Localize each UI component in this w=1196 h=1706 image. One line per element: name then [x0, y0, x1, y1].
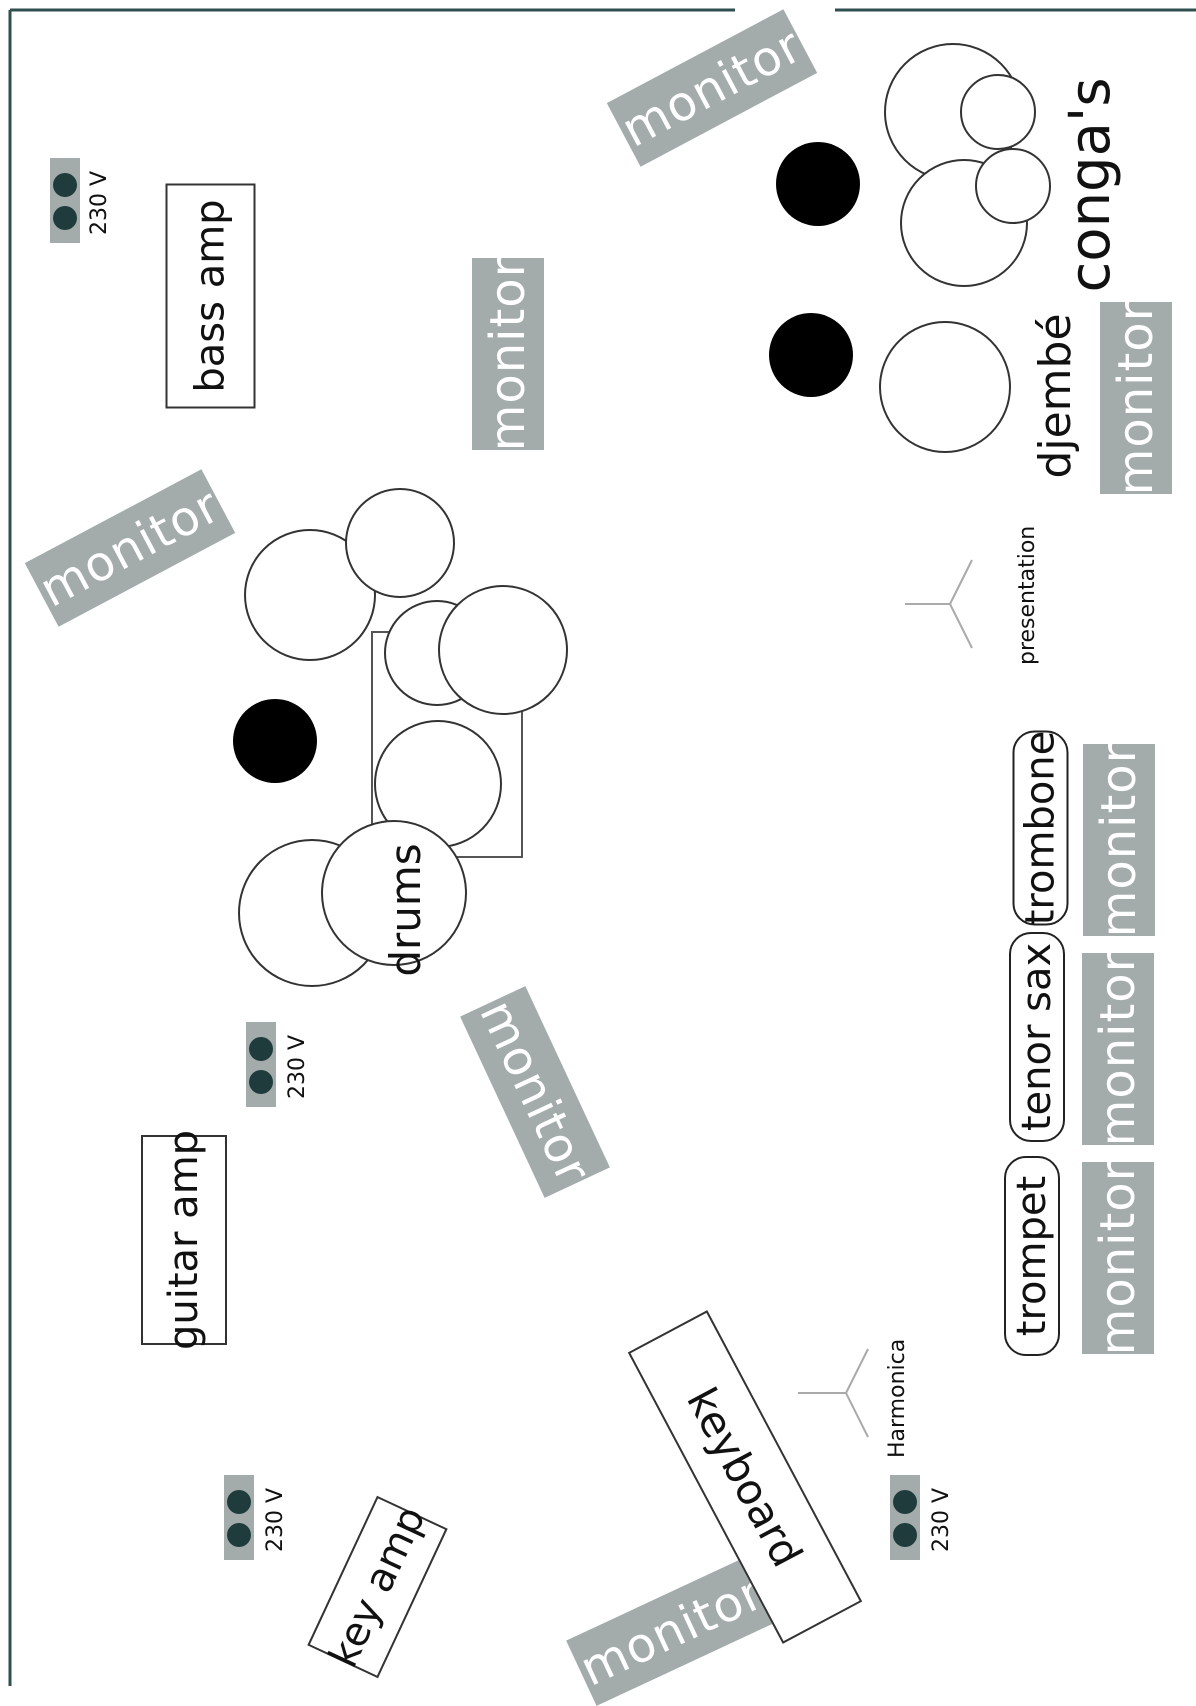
djembe-drum-icon [879, 321, 1011, 453]
drum-circle-icon [244, 529, 376, 661]
power-label: 230 V [263, 1487, 288, 1552]
performer-icon [233, 699, 317, 783]
power-label: 230 V [87, 170, 112, 235]
conga-drums [884, 43, 1051, 287]
power-label: 230 V [285, 1034, 310, 1099]
drum-circle-icon [321, 820, 467, 966]
drums-label: drums [380, 843, 430, 977]
tenor-sax-label: tenor sax [1009, 932, 1065, 1142]
power-label: 230 V [929, 1487, 954, 1552]
bass-amp: bass amp [165, 183, 256, 409]
power-socket-icon [50, 158, 80, 243]
congas-label: conga's [1057, 77, 1123, 293]
performer-icon [769, 313, 853, 397]
presentation-label: presentation [1015, 525, 1040, 665]
monitor-right-djembe: monitor [1100, 301, 1172, 495]
trombone-label: trombone [1012, 730, 1069, 926]
monitor-trombone: monitor [1083, 743, 1155, 937]
mic-stand-icon [798, 1348, 869, 1438]
drum-circle-icon [960, 74, 1036, 150]
drum-circle-icon [975, 148, 1051, 224]
power-socket-icon [246, 1022, 276, 1107]
djembe-label: djembé [1029, 313, 1081, 479]
power-socket-icon [890, 1475, 920, 1560]
monitor-tenor-sax: monitor [1082, 952, 1154, 1146]
drum-circle-icon [438, 585, 568, 715]
guitar-amp: guitar amp [141, 1130, 227, 1350]
monitor-trompet: monitor [1082, 1161, 1154, 1355]
performer-icon [776, 142, 860, 226]
drum-kit [238, 488, 568, 987]
trompet-label: trompet [1004, 1156, 1060, 1356]
monitor-center-top: monitor [472, 257, 544, 451]
power-socket-icon [224, 1475, 254, 1560]
drum-circle-icon [345, 488, 455, 598]
mic-stand-icon [905, 559, 973, 649]
harmonica-label: Harmonica [885, 1338, 910, 1458]
